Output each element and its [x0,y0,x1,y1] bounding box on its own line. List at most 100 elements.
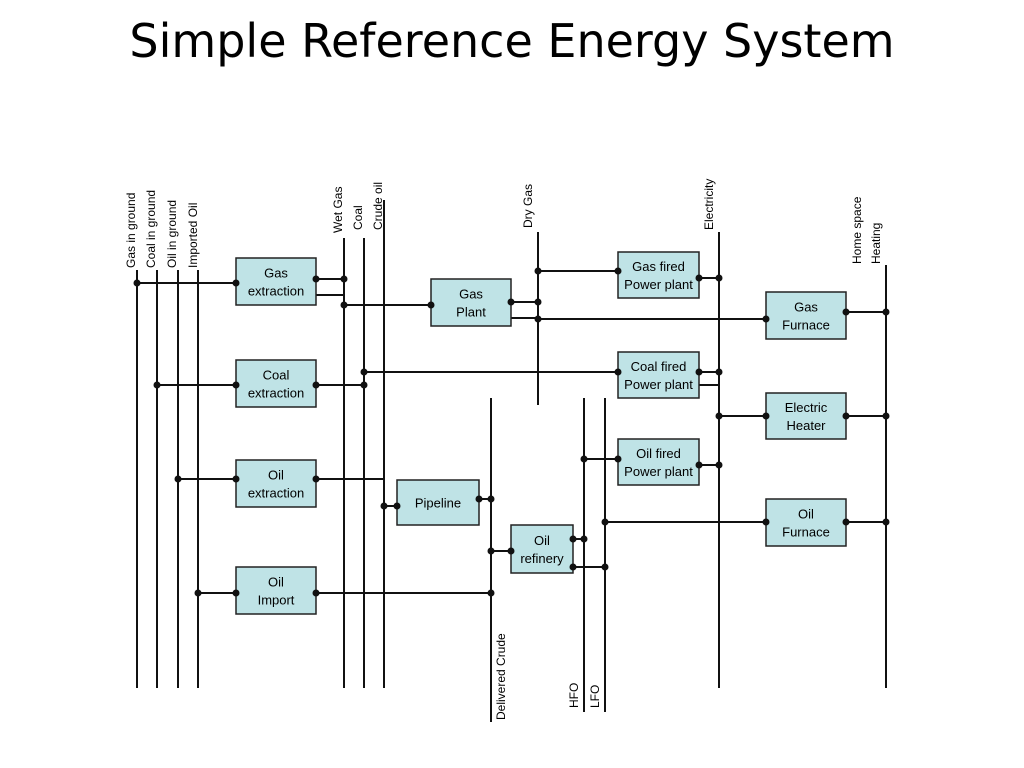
junction-dot-7 [507,298,515,306]
carrier-label-crude-oil: Crude oil [371,182,385,230]
junction-dot-52 [842,518,850,526]
junction-dot-21 [695,368,703,376]
junction-dot-40 [695,461,703,469]
junction-dot-20 [614,368,622,376]
junction-dot-9 [534,267,542,275]
junction-dot-33 [507,547,515,555]
junction-dot-53 [882,518,890,526]
junction-dot-22 [715,368,723,376]
junction-dot-32 [487,547,495,555]
box-label-oil-furnace-line-2: Furnace [782,525,830,540]
box-label-gas-extraction-line-2: extraction [248,284,304,299]
carrier-label-electricity: Electricity [702,179,716,230]
box-label-oil-fired-power-plant-line-2: Power plant [624,464,693,479]
junction-dot-11 [534,315,542,323]
junction-dot-13 [695,274,703,282]
box-label-oil-refinery-line-1: Oil [534,533,550,548]
junction-dot-19 [360,368,368,376]
box-label-gas-extraction-line-1: Gas [264,266,288,281]
box-label-gas-fired-power-plant-line-2: Power plant [624,277,693,292]
box-oil-extraction [235,459,317,508]
junction-dot-29 [393,502,401,510]
junction-dot-44 [194,589,202,597]
box-coal-fired-power-plant [617,351,700,399]
junction-dot-2 [232,279,240,287]
carrier-label-hfo: HFO [567,683,581,708]
junction-dot-14 [715,274,723,282]
junction-dot-36 [569,563,577,571]
carrier-label-coal-in-ground: Coal in ground [144,190,158,268]
box-label-coal-fired-power-plant-line-1: Coal fired [631,359,687,374]
box-label-coal-extraction-line-2: extraction [248,386,304,401]
junction-dot-12 [762,315,770,323]
junction-dot-5 [340,301,348,309]
junction-dot-18 [360,381,368,389]
box-label-oil-extraction-line-1: Oil [268,468,284,483]
junction-dot-34 [569,535,577,543]
box-label-coal-fired-power-plant-line-2: Power plant [624,377,693,392]
box-coal-extraction [235,359,317,408]
junction-dot-4 [340,275,348,283]
junction-dot-46 [312,589,320,597]
junction-dot-3 [312,275,320,283]
junction-dot-47 [487,589,495,597]
carrier-label-gas-in-ground: Gas in ground [124,193,138,268]
junction-dot-50 [842,412,850,420]
junction-dot-39 [614,455,622,463]
carrier-label-lfo: LFO [588,685,602,708]
box-label-gas-plant-line-2: Plant [456,305,486,320]
junction-dot-23 [715,412,723,420]
junction-dot-51 [882,412,890,420]
junction-dot-48 [842,308,850,316]
junction-dot-10 [614,267,622,275]
carrier-label-wet-gas: Wet Gas [331,187,345,233]
box-oil-refinery [510,524,574,574]
carrier-label-delivered-crude: Delivered Crude [494,633,508,720]
box-oil-fired-power-plant [617,438,700,486]
junction-dot-25 [174,475,182,483]
junction-dot-38 [580,455,588,463]
box-label-oil-refinery-line-2: refinery [520,551,564,566]
box-label-gas-plant-line-1: Gas [459,287,483,302]
junction-dot-30 [475,495,483,503]
junction-dot-1 [133,279,141,287]
carrier-label-home-space-heating-line-2: Heating [869,223,883,264]
box-label-gas-furnace-line-2: Furnace [782,318,830,333]
carrier-label-coal: Coal [351,205,365,230]
junction-dot-43 [762,518,770,526]
carrier-label-home-space-heating-line-1: Home space [850,196,864,264]
box-label-coal-extraction-line-1: Coal [263,368,290,383]
junction-dot-42 [601,518,609,526]
carrier-label-dry-gas: Dry Gas [521,184,535,228]
junction-dot-37 [601,563,609,571]
junction-dot-24 [762,412,770,420]
carrier-label-oil-in-ground: Oil in ground [165,200,179,268]
box-label-oil-furnace-line-1: Oil [798,507,814,522]
junction-dot-41 [715,461,723,469]
box-label-gas-fired-power-plant-line-1: Gas fired [632,259,685,274]
junction-dot-26 [232,475,240,483]
box-oil-furnace [765,498,847,547]
junction-dot-8 [534,298,542,306]
slide-title: Simple Reference Energy System [129,14,895,68]
box-label-oil-fired-power-plant-line-1: Oil fired [636,446,681,461]
box-label-oil-extraction-line-2: extraction [248,486,304,501]
box-label-pipeline-line-1: Pipeline [415,496,461,511]
box-pipeline [396,479,480,526]
junction-dot-16 [232,381,240,389]
junction-dot-35 [580,535,588,543]
box-label-oil-import-line-2: Import [258,593,295,608]
box-gas-fired-power-plant [617,251,700,299]
box-gas-plant [430,278,512,327]
junction-dot-49 [882,308,890,316]
box-label-oil-import-line-1: Oil [268,575,284,590]
junction-dot-27 [312,475,320,483]
carrier-label-imported-oil: Imported Oil [186,203,200,268]
box-label-electric-heater-line-2: Heater [786,418,826,433]
junction-dot-6 [427,301,435,309]
box-label-gas-furnace-line-1: Gas [794,300,818,315]
junction-dot-31 [487,495,495,503]
box-label-electric-heater-line-1: Electric [785,400,828,415]
junction-dot-45 [232,589,240,597]
